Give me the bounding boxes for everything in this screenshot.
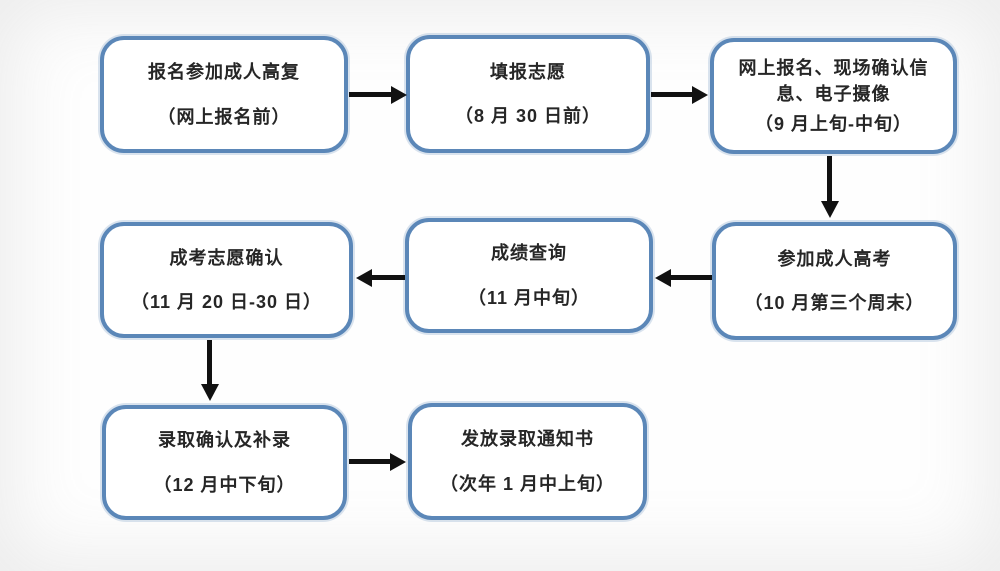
node-date: （12 月中下旬） (153, 474, 296, 495)
node-title: 成考志愿确认 (169, 247, 284, 268)
arrow-right-icon (651, 92, 694, 97)
arrowhead-down-icon (821, 201, 839, 218)
node-date: （8 月 30 日前） (454, 106, 602, 126)
node-title: 报名参加成人高复 (148, 62, 300, 83)
arrowhead-right-icon (390, 453, 406, 471)
flow-node-online-signup-confirm: 网上报名、现场确认信息、电子摄像 （9 月上旬-中旬） (710, 38, 957, 154)
node-date: （10 月第三个周末） (744, 293, 925, 313)
flow-node-application-confirm: 成考志愿确认 （11 月 20 日-30 日） (100, 222, 353, 338)
arrow-down-icon (207, 340, 212, 386)
node-date: （11 月 20 日-30 日） (130, 292, 323, 312)
arrow-left-icon (668, 275, 712, 280)
node-date: （11 月中旬） (467, 287, 591, 308)
arrow-down-icon (827, 156, 832, 203)
node-title: 成绩查询 (491, 243, 567, 264)
flow-node-register-prep: 报名参加成人高复 （网上报名前） (100, 36, 348, 153)
arrowhead-right-icon (692, 86, 708, 104)
arrowhead-left-icon (655, 269, 671, 287)
arrow-left-icon (369, 275, 405, 280)
arrow-right-icon (349, 92, 393, 97)
node-title: 参加成人高考 (777, 248, 892, 269)
arrow-right-icon (349, 459, 392, 464)
flow-node-take-exam: 参加成人高考 （10 月第三个周末） (712, 222, 957, 340)
node-title: 录取确认及补录 (158, 430, 291, 451)
arrowhead-left-icon (356, 269, 372, 287)
flow-node-fill-application: 填报志愿 （8 月 30 日前） (406, 35, 650, 153)
node-date: （网上报名前） (157, 106, 291, 127)
node-title: 发放录取通知书 (461, 429, 594, 450)
arrowhead-right-icon (391, 86, 407, 104)
node-title: 网上报名、现场确认信息、电子摄像 (738, 57, 929, 104)
flow-node-score-query: 成绩查询 （11 月中旬） (405, 218, 653, 333)
node-date: （9 月上旬-中旬） (754, 114, 912, 135)
flow-node-admission-confirm: 录取确认及补录 （12 月中下旬） (102, 405, 347, 520)
node-title: 填报志愿 (490, 61, 566, 82)
node-date: （次年 1 月中上旬） (439, 473, 615, 494)
arrowhead-down-icon (201, 384, 219, 401)
flow-node-send-notice: 发放录取通知书 （次年 1 月中上旬） (408, 403, 647, 520)
